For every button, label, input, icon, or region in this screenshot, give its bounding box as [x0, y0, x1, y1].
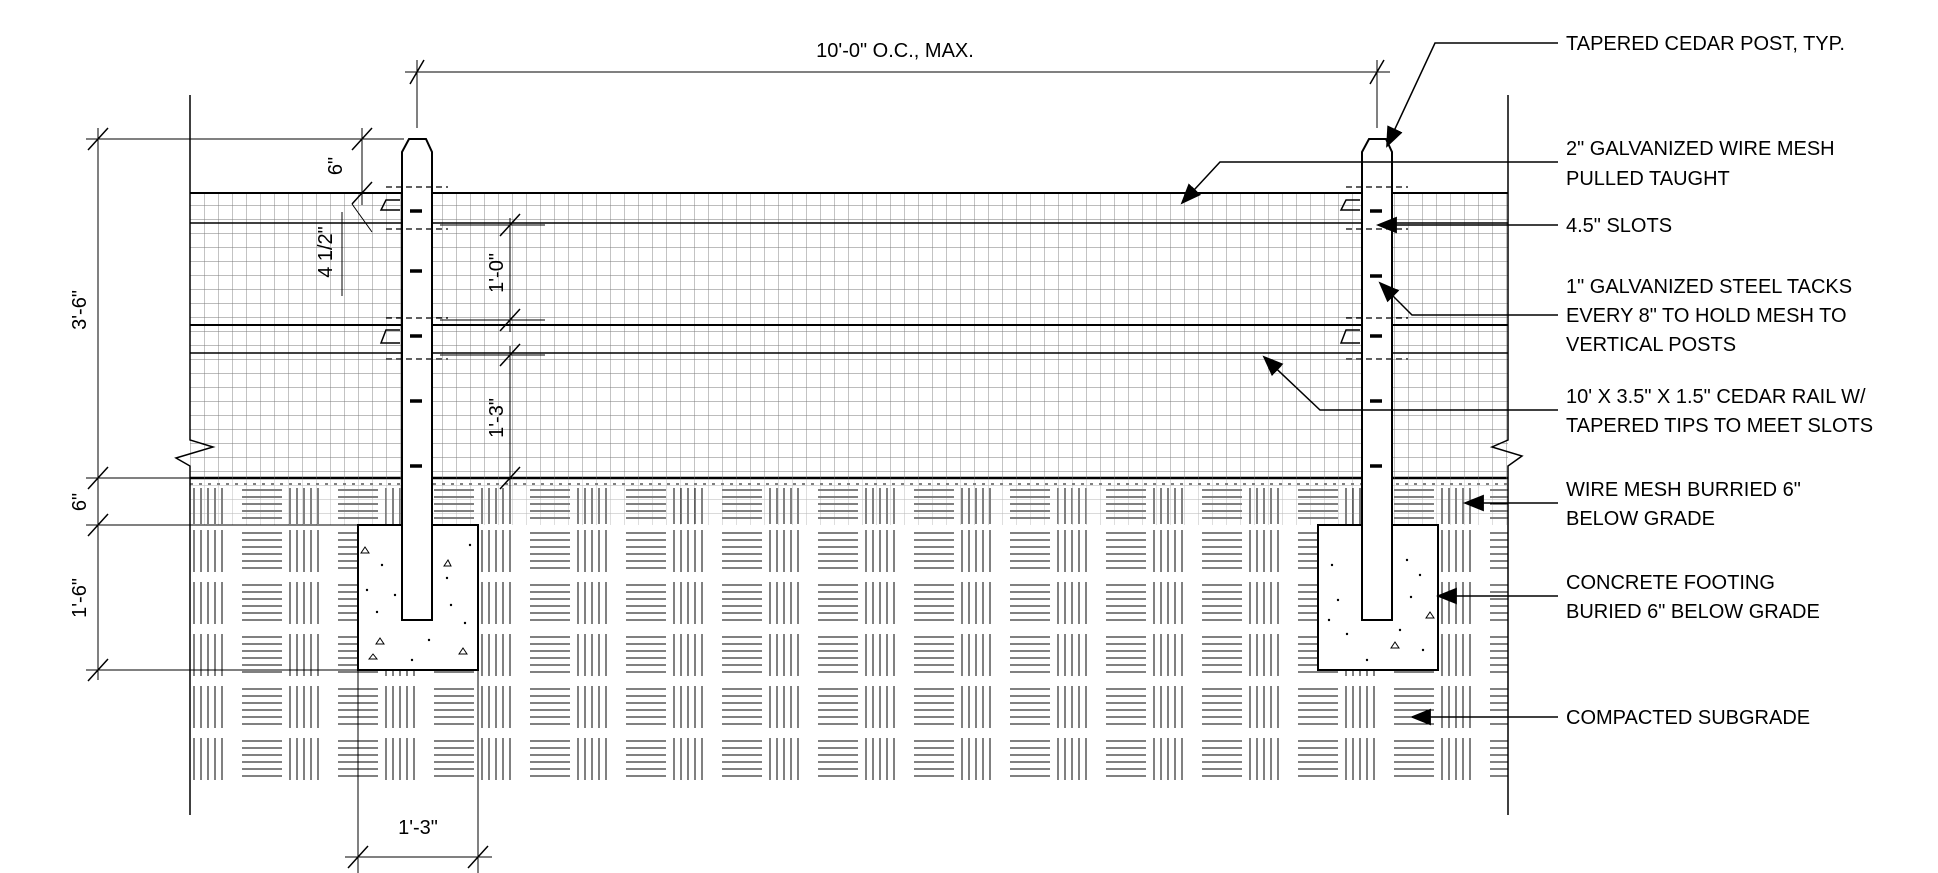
callout-rail-line1: 10' X 3.5" X 1.5" CEDAR RAIL W/ — [1566, 386, 1866, 408]
callout-footing-line1: CONCRETE FOOTING — [1566, 572, 1775, 594]
upper-rail-gap-label: 1'-0" — [486, 253, 508, 293]
leader-mesh — [1180, 161, 1558, 205]
dimension-footing-depth: 1'-6" — [69, 525, 358, 682]
callout-rail-line2: TAPERED TIPS TO MEET SLOTS — [1566, 415, 1873, 437]
callout-buried-line1: WIRE MESH BURRIED 6" — [1566, 479, 1801, 501]
dimension-mesh-below-grade: 6" — [69, 478, 358, 537]
wire-mesh-below-grade — [190, 478, 1508, 525]
footing-depth-label: 1'-6" — [69, 578, 91, 618]
leader-rail — [1262, 355, 1558, 411]
callout-mesh-line2: PULLED TAUGHT — [1566, 168, 1730, 190]
leader-tacks — [1378, 281, 1558, 316]
callout-mesh-line1: 2" GALVANIZED WIRE MESH — [1566, 138, 1835, 160]
wire-mesh-above-grade — [190, 193, 1508, 478]
dimension-lower-rail-gap: 1'-3" — [440, 343, 545, 490]
mesh-below-grade-label: 6" — [69, 493, 91, 511]
callout-tacks-line1: 1" GALVANIZED STEEL TACKS — [1566, 276, 1852, 298]
callout-leaders — [1180, 42, 1558, 726]
fence-height-label: 3'-6" — [69, 290, 91, 330]
dimension-footing-width: 1'-3" — [345, 670, 492, 873]
callout-post: TAPERED CEDAR POST, TYP. — [1566, 33, 1845, 55]
lower-rail-gap-label: 1'-3" — [486, 398, 508, 438]
dimension-post-spacing: 10'-0" O.C., MAX. — [405, 40, 1390, 128]
dimension-post-tip: 6" — [325, 127, 402, 205]
post-tip-label: 6" — [325, 157, 347, 175]
slot-offset-label: 4 1/2" — [315, 226, 337, 278]
cedar-post-left — [379, 138, 448, 621]
leader-post — [1386, 42, 1558, 148]
dimension-upper-rail-gap: 1'-0" — [440, 213, 545, 332]
callout-tacks-line3: VERTICAL POSTS — [1566, 334, 1736, 356]
callout-footing-line2: BURIED 6" BELOW GRADE — [1566, 601, 1820, 623]
footing-width-label: 1'-3" — [398, 817, 438, 839]
callout-labels: TAPERED CEDAR POST, TYP. 2" GALVANIZED W… — [1566, 33, 1873, 729]
dimension-slot-offset: 4 1/2" — [315, 203, 373, 296]
cedar-post-right — [1339, 138, 1408, 621]
callout-slots: 4.5" SLOTS — [1566, 215, 1672, 237]
dimension-fence-height: 3'-6" — [69, 127, 404, 490]
callout-tacks-line2: EVERY 8" TO HOLD MESH TO — [1566, 305, 1847, 327]
callout-subgrade: COMPACTED SUBGRADE — [1566, 707, 1810, 729]
drawing-boundary — [174, 95, 1524, 815]
post-spacing-label: 10'-0" O.C., MAX. — [816, 40, 974, 62]
callout-buried-line2: BELOW GRADE — [1566, 508, 1715, 530]
